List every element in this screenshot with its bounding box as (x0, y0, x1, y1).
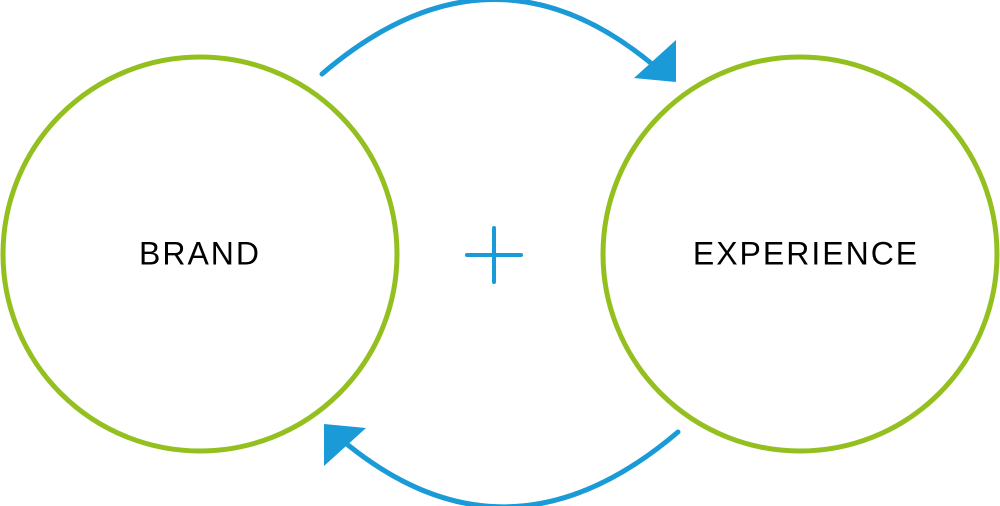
brand-circle (0, 54, 400, 454)
plus-icon (465, 226, 523, 284)
experience-label: EXPERIENCE (692, 235, 920, 272)
top-arrow-icon (319, 0, 676, 82)
brand-label: BRAND (138, 235, 262, 272)
experience-circle (600, 54, 1000, 454)
bottom-arrow-icon (324, 424, 681, 506)
